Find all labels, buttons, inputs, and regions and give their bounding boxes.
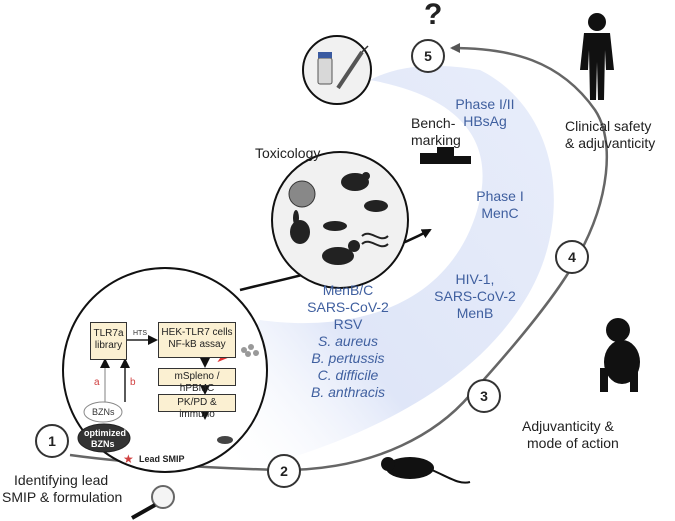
- tlr7a-line-2: library: [94, 340, 123, 351]
- preclinical-antigen-1: MenB/C: [322, 282, 374, 298]
- phase12-label: Phase I/II: [455, 96, 515, 112]
- bzns-ellipse: [83, 401, 123, 423]
- monkey-icon: [600, 318, 640, 392]
- preclinical-antigen-2: SARS-CoV-2: [307, 299, 389, 315]
- workflow-arrows: [100, 335, 210, 420]
- adjuvanticity-label-1: Adjuvanticity &: [522, 418, 614, 434]
- small-mouse-icon: [217, 436, 233, 444]
- clinical-label-2: & adjuvanticity: [565, 135, 656, 151]
- preclinical-antigen-4: S. aureus: [318, 333, 378, 349]
- arrow-b-label: b: [130, 377, 136, 388]
- phase1-label: Phase I: [476, 188, 524, 204]
- mspleno-box: mSpleno / hPBMC: [158, 368, 236, 394]
- identifying-label-1: Identifying lead: [14, 472, 109, 488]
- vial-syringe-icon: [317, 45, 369, 90]
- podium-icon: [420, 147, 471, 164]
- preclinical-antigen-3: RSV: [333, 316, 363, 332]
- cells-icon: [241, 344, 259, 357]
- main-progress-arrow: [69, 43, 609, 472]
- pkpd-box: PK/PD & immuno: [158, 394, 236, 420]
- hek-assay-box: HEK-TLR7 cells NF-kB assay: [158, 322, 236, 358]
- benchmarking-label-2: marking: [411, 132, 461, 148]
- step-2: 2: [267, 454, 301, 488]
- clinical-label-1: Clinical safety: [565, 118, 652, 134]
- lead-smip-label: Lead SMIP: [139, 454, 185, 464]
- step-4: 4: [555, 240, 589, 274]
- bzns-label: BZNs: [92, 407, 115, 417]
- mouse-icon: [381, 457, 471, 484]
- lead-star-icon: ★: [123, 452, 134, 466]
- phase12-antigen: HBsAg: [463, 113, 507, 129]
- step-3: 3: [467, 379, 501, 413]
- hek-line-2: NF-kB assay: [168, 339, 226, 350]
- primate-antigen-3: MenB: [456, 305, 494, 321]
- primate-antigen-2: SARS-CoV-2: [434, 288, 516, 304]
- phase1-antigen: MenC: [481, 205, 519, 221]
- hek-line-1: HEK-TLR7 cells: [161, 327, 233, 338]
- benchmarking-label-1: Bench-: [411, 115, 456, 131]
- step-1: 1: [35, 424, 69, 458]
- primate-antigen-1: HIV-1,: [455, 271, 495, 287]
- preclinical-antigen-6: C. difficile: [317, 367, 379, 383]
- human-icon: [580, 13, 614, 100]
- optimized-bzns-line-2: BZNs: [91, 439, 115, 449]
- toxicology-label: Toxicology: [255, 145, 321, 161]
- preclinical-antigen-7: B. anthracis: [311, 384, 385, 400]
- optimized-bzns-line-1: optimized: [84, 428, 126, 438]
- toxicology-icons: [288, 172, 389, 265]
- optimized-bzns-ellipse: [77, 423, 131, 453]
- mspleno-text: mSpleno / hPBMC: [174, 371, 220, 394]
- question-mark: ?: [424, 0, 443, 31]
- preclinical-antigen-5: B. pertussis: [311, 350, 385, 366]
- tlr7a-library-box: TLR7a library: [90, 322, 127, 360]
- step-5: 5: [411, 39, 445, 73]
- toxicology-circle: [271, 151, 409, 289]
- identifying-label-2: SMIP & formulation: [2, 489, 123, 505]
- pkpd-text: PK/PD & immuno: [177, 397, 217, 420]
- adjuvanticity-label-2: mode of action: [527, 435, 619, 451]
- progress-band: [225, 65, 554, 471]
- magnifier-icon: [131, 485, 175, 520]
- vaccine-circle: [302, 35, 372, 105]
- hts-label: HTS: [133, 330, 147, 337]
- arrow-a-label: a: [94, 377, 100, 388]
- tlr7a-line-1: TLR7a: [93, 328, 124, 339]
